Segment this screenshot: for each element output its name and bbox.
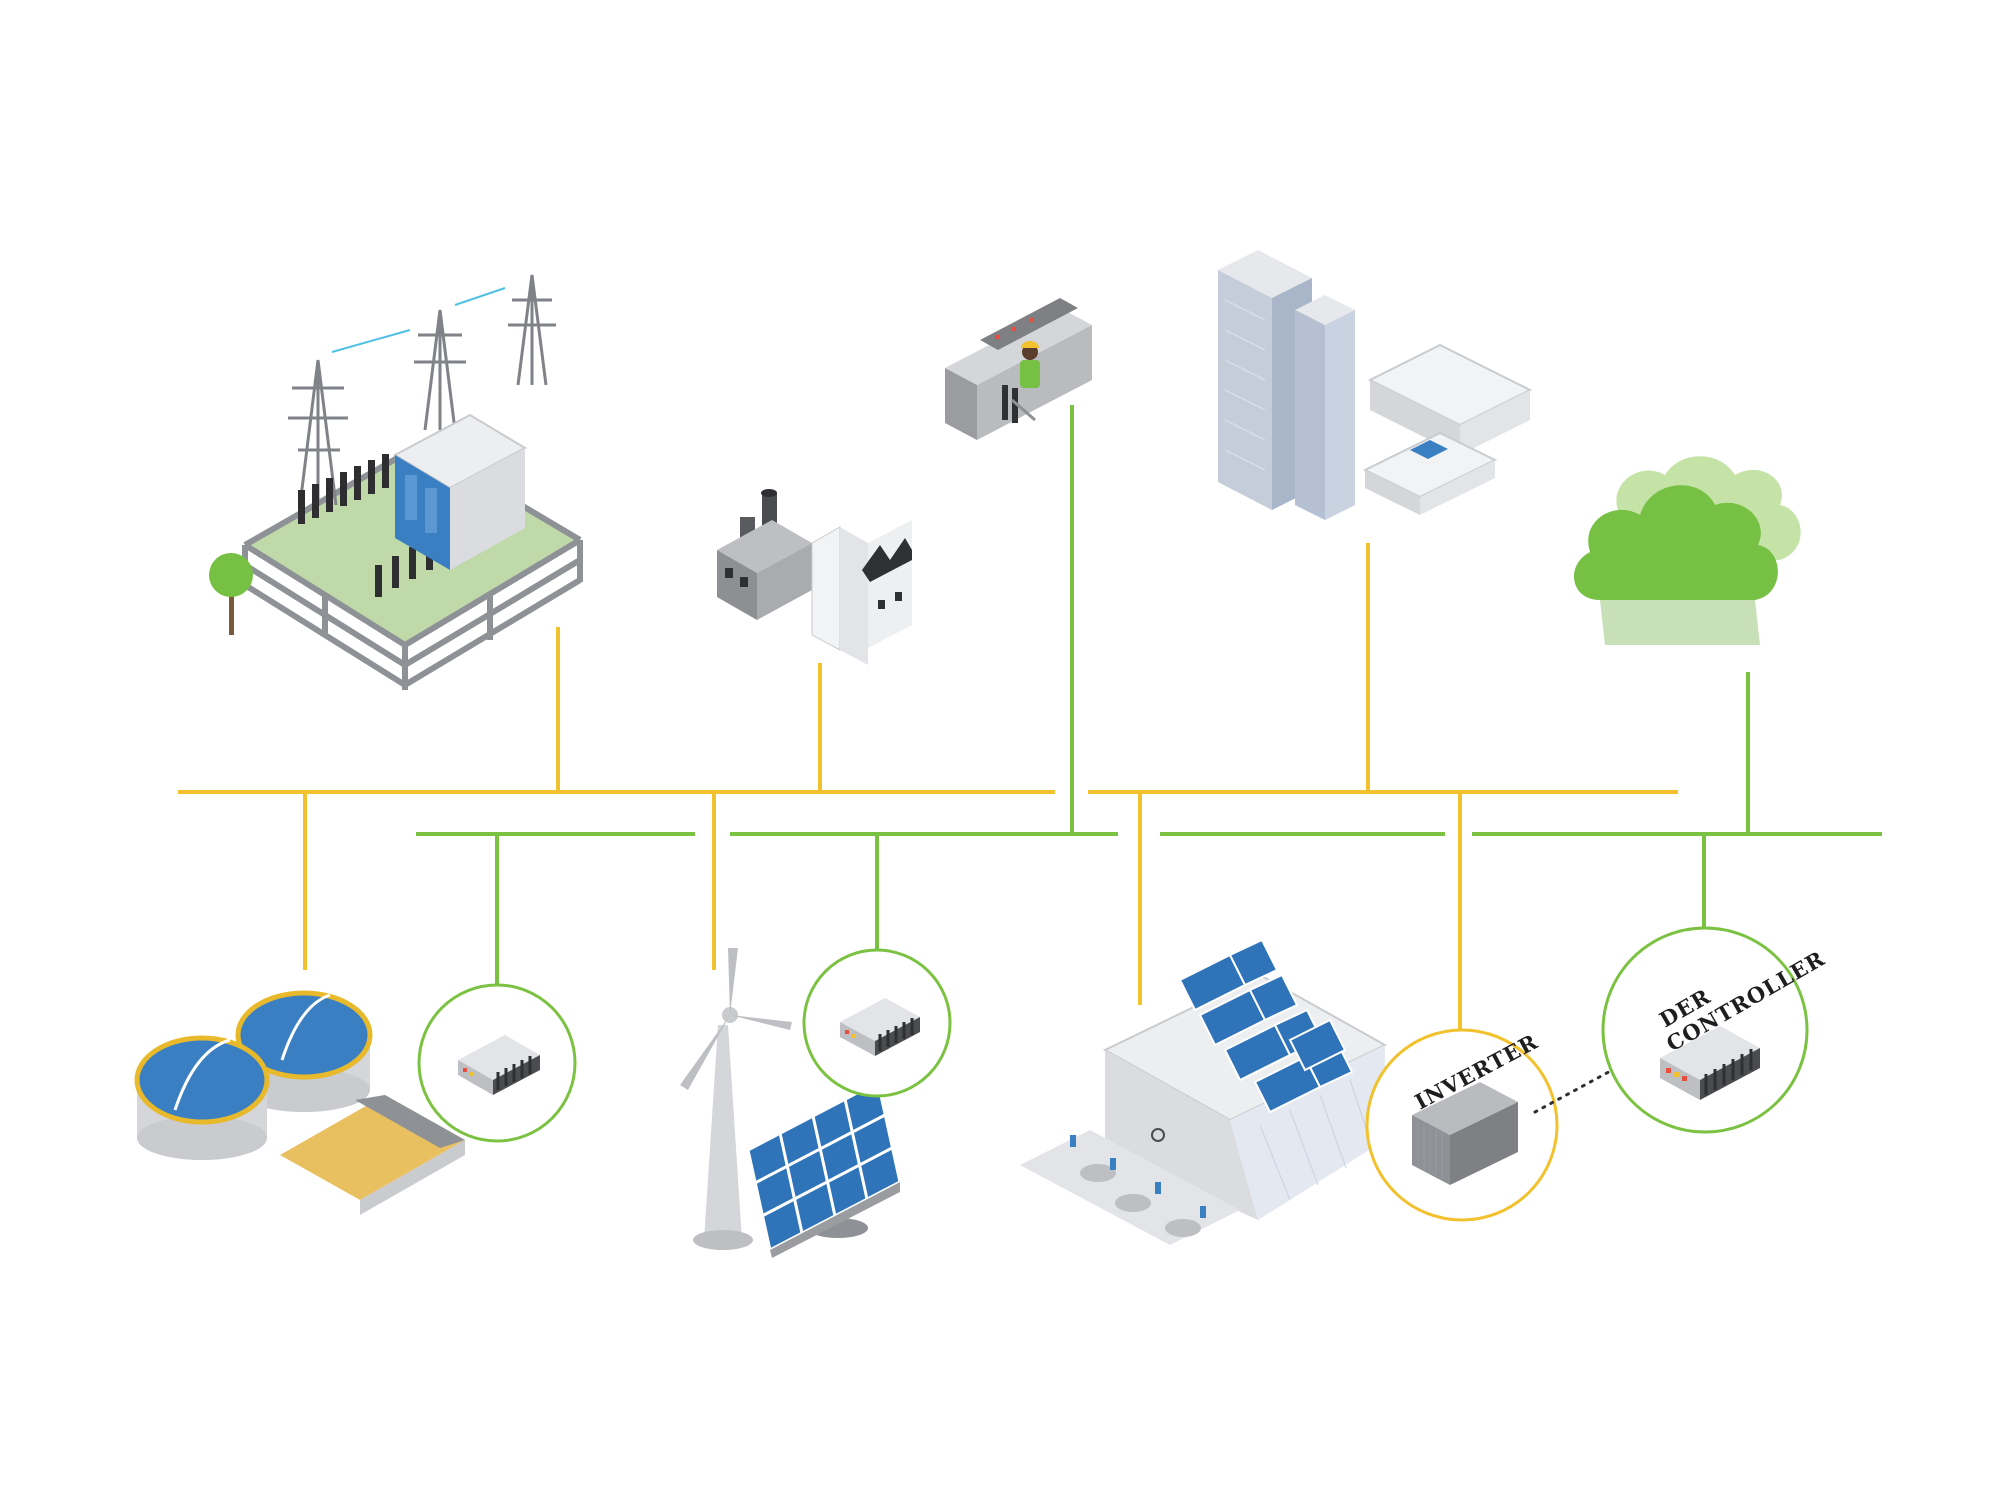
controller-device-icon	[458, 1035, 540, 1095]
data-lines	[416, 405, 1882, 985]
inverter-icon	[1412, 1082, 1518, 1185]
controller-device-icon	[840, 998, 920, 1056]
der-controller-node: DER CONTROLLER	[1601, 926, 1829, 1134]
biogas-tanks-icon	[134, 990, 465, 1215]
ev-parking-icon	[1020, 1130, 1240, 1245]
factory-icon	[717, 489, 912, 665]
biogas-controller-node	[417, 983, 577, 1143]
control-room-operator-icon	[945, 298, 1092, 440]
der-controller-icon	[1660, 1026, 1760, 1100]
cloud-icon	[1573, 456, 1801, 645]
inverter-node: INVERTER	[1365, 1028, 1559, 1222]
substation-icon	[209, 274, 583, 690]
solar-panel-icon	[746, 1079, 902, 1258]
warehouse-solar-roof-icon	[1102, 938, 1388, 1220]
wind-turbine-icon	[680, 948, 792, 1250]
power-lines	[178, 543, 1678, 1030]
wind-solar-controller-node	[802, 948, 952, 1098]
office-buildings-icon	[1218, 250, 1533, 520]
